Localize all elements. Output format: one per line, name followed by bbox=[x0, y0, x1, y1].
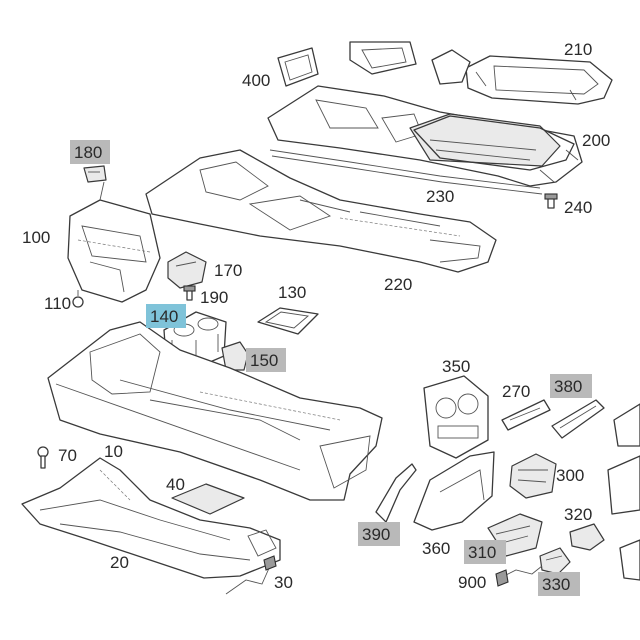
callout-30: 30 bbox=[274, 573, 293, 592]
part-180-clip[interactable] bbox=[83, 165, 107, 183]
callout-330: 330 bbox=[542, 575, 570, 594]
part-330-connector[interactable] bbox=[539, 547, 571, 575]
part-110-bolt[interactable] bbox=[72, 290, 84, 308]
callout-150-highlight bbox=[246, 348, 286, 372]
part-220-console-trim[interactable] bbox=[145, 149, 497, 273]
callout-190: 190 bbox=[200, 288, 228, 307]
part-100-selector-unit[interactable] bbox=[67, 181, 161, 303]
callout-230: 230 bbox=[426, 187, 454, 206]
callout-20: 20 bbox=[110, 553, 129, 572]
part-200-lid[interactable] bbox=[413, 115, 575, 171]
part-20-lower-duct[interactable] bbox=[21, 457, 281, 579]
callout-150: 150 bbox=[250, 351, 278, 370]
part-320-small-switch[interactable] bbox=[569, 523, 605, 551]
part-270-switch-strip[interactable] bbox=[501, 399, 551, 431]
callout-310-highlight bbox=[464, 540, 506, 564]
part-right-edge[interactable] bbox=[607, 403, 640, 581]
callout-380: 380 bbox=[554, 377, 582, 396]
part-strip[interactable] bbox=[269, 149, 543, 195]
part-400-trim-frame[interactable] bbox=[277, 47, 319, 87]
callout-400: 400 bbox=[242, 71, 270, 90]
part-230-upper-trim[interactable] bbox=[267, 85, 583, 187]
callout-380-highlight bbox=[550, 374, 592, 398]
part-70-screw[interactable] bbox=[37, 446, 49, 469]
part-350-bezel[interactable] bbox=[423, 375, 489, 459]
callout-140-highlight bbox=[146, 304, 186, 328]
callout-110: 110 bbox=[44, 294, 71, 313]
callout-180: 180 bbox=[74, 143, 102, 162]
callout-270: 270 bbox=[502, 382, 530, 401]
part-10-center-console[interactable] bbox=[47, 321, 383, 501]
callout-140: 140 bbox=[150, 307, 178, 326]
part-360-cover[interactable] bbox=[413, 451, 495, 531]
callout-320: 320 bbox=[564, 505, 592, 524]
callout-240: 240 bbox=[564, 198, 592, 217]
part-900-wire[interactable] bbox=[495, 565, 543, 587]
part-top-partial[interactable] bbox=[349, 41, 417, 75]
part-150-insert[interactable] bbox=[221, 341, 249, 371]
callout-10: 10 bbox=[104, 442, 123, 461]
callout-220: 220 bbox=[384, 275, 412, 294]
callout-200: 200 bbox=[582, 131, 610, 150]
callout-360: 360 bbox=[422, 539, 450, 558]
part-240-screw[interactable] bbox=[544, 193, 558, 209]
part-40-mat[interactable] bbox=[171, 483, 245, 515]
callout-350: 350 bbox=[442, 357, 470, 376]
callout-210: 210 bbox=[564, 40, 592, 59]
callout-180-highlight bbox=[70, 140, 110, 164]
callout-170: 170 bbox=[214, 261, 242, 280]
part-190-screw[interactable] bbox=[183, 285, 196, 301]
callout-40: 40 bbox=[166, 475, 185, 494]
part-390-side-trim[interactable] bbox=[375, 463, 417, 523]
callout-390-highlight bbox=[358, 522, 400, 546]
callout-900: 900 bbox=[458, 573, 486, 592]
callout-390: 390 bbox=[362, 525, 390, 544]
callout-labels: 10 20 30 40 70 100 110 130 140 150 170 1… bbox=[22, 40, 610, 596]
part-210-armrest-lid[interactable] bbox=[431, 49, 613, 105]
callout-300: 300 bbox=[556, 466, 584, 485]
callout-310: 310 bbox=[468, 543, 496, 562]
part-170-knob[interactable] bbox=[167, 251, 207, 289]
callout-100: 100 bbox=[22, 228, 50, 247]
callout-70: 70 bbox=[58, 446, 77, 465]
part-130-frame[interactable] bbox=[257, 307, 319, 335]
part-380-trim-strip[interactable] bbox=[551, 399, 605, 439]
part-30-cable[interactable] bbox=[225, 555, 277, 595]
part-300-switch-module[interactable] bbox=[509, 453, 557, 499]
callout-330-highlight bbox=[538, 572, 580, 596]
callout-130: 130 bbox=[278, 283, 306, 302]
